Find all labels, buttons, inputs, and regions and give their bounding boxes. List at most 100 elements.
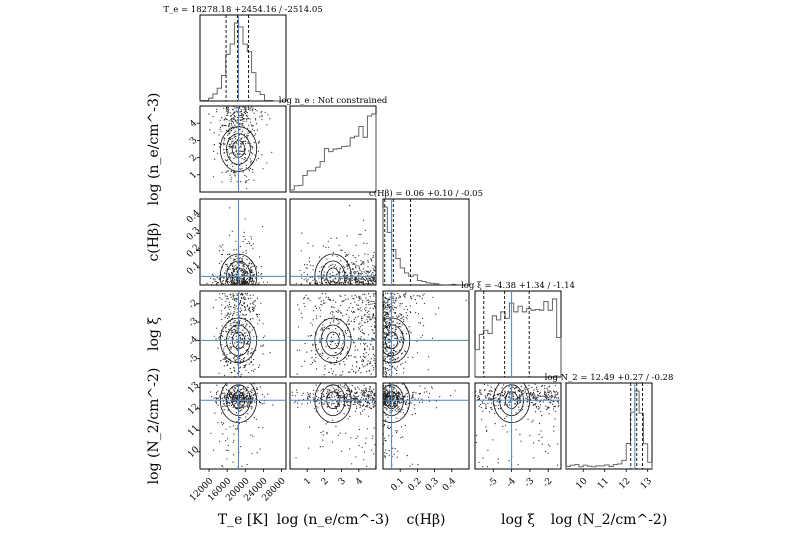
sample-point (249, 118, 251, 120)
sample-point (252, 265, 254, 267)
sample-point (481, 393, 483, 395)
sample-point (374, 302, 376, 304)
sample-point (337, 410, 339, 412)
sample-point (227, 409, 229, 411)
sample-point (296, 349, 298, 351)
sample-point (256, 392, 258, 394)
sample-point (395, 307, 397, 309)
sample-point (538, 434, 540, 436)
sample-point (373, 270, 375, 272)
sample-point (386, 347, 388, 349)
sample-point (390, 358, 392, 360)
sample-point (368, 277, 370, 279)
sample-point (368, 282, 370, 284)
sample-point (362, 268, 364, 270)
sample-point (383, 393, 384, 396)
sample-point (247, 337, 249, 339)
sample-point (367, 272, 369, 274)
sample-point (329, 389, 331, 391)
sample-point (261, 403, 263, 405)
sample-point (322, 445, 324, 448)
sample-point (348, 323, 351, 325)
sample-point (349, 395, 351, 398)
sample-point (384, 320, 386, 322)
sample-point (247, 280, 249, 283)
sample-point (418, 295, 420, 297)
sample-point (558, 402, 560, 404)
sample-point (249, 332, 251, 334)
sample-point (405, 292, 407, 294)
sample-point (398, 349, 400, 351)
sample-point (389, 326, 391, 328)
sample-point (403, 396, 405, 398)
sample-point (542, 395, 544, 397)
sample-point (315, 315, 317, 317)
sample-point (362, 302, 364, 304)
sample-point (553, 390, 555, 392)
sample-point (538, 395, 540, 397)
sample-point (549, 395, 551, 397)
sample-point (392, 389, 394, 391)
sample-point (228, 125, 230, 127)
sample-point (241, 298, 243, 300)
sample-point (489, 390, 491, 392)
sample-point (249, 158, 251, 160)
sample-point (222, 392, 224, 394)
sample-point (310, 322, 312, 324)
sample-point (357, 279, 359, 282)
sample-point (245, 110, 247, 113)
sample-point (337, 384, 340, 386)
sample-point (235, 402, 237, 404)
sample-point (258, 319, 261, 321)
sample-point (229, 157, 231, 159)
sample-point (233, 306, 235, 308)
sample-point (389, 306, 391, 308)
sample-point (337, 309, 339, 311)
sample-point (343, 398, 345, 400)
sample-point (229, 130, 231, 132)
sample-point (227, 107, 229, 109)
sample-point (363, 403, 365, 405)
sample-point (316, 283, 318, 285)
sample-point (383, 392, 385, 395)
sample-point (404, 403, 407, 406)
sample-point (250, 160, 253, 162)
sample-point (373, 427, 375, 429)
sample-point (313, 359, 315, 361)
sample-point (250, 405, 252, 407)
sample-point (236, 395, 238, 397)
sample-point (219, 126, 221, 129)
sample-point (375, 336, 376, 338)
sample-point (490, 390, 492, 392)
sample-point (504, 391, 506, 393)
sample-point (250, 357, 252, 359)
sample-point (359, 404, 361, 406)
sample-point (549, 390, 551, 392)
sample-point (383, 362, 384, 364)
sample-point (251, 278, 253, 280)
sample-point (228, 156, 230, 158)
sample-point (232, 264, 234, 266)
sample-point (355, 265, 357, 267)
sample-point (350, 310, 353, 312)
sample-point (220, 130, 222, 132)
sample-point (251, 308, 254, 311)
sample-point (253, 130, 255, 132)
sample-point (354, 257, 356, 259)
sample-point (252, 301, 254, 303)
sample-point (509, 404, 511, 406)
panel-frame (382, 290, 470, 378)
sample-point (230, 126, 232, 128)
sample-point (413, 391, 415, 393)
sample-point (238, 423, 240, 425)
sample-point (364, 321, 366, 324)
sample-point (517, 396, 520, 398)
sample-point (338, 244, 340, 246)
sample-point (235, 107, 238, 109)
sample-point (387, 353, 389, 355)
sample-point (352, 365, 354, 367)
sample-point (539, 392, 541, 395)
sample-point (357, 280, 359, 282)
sample-point (334, 396, 336, 398)
